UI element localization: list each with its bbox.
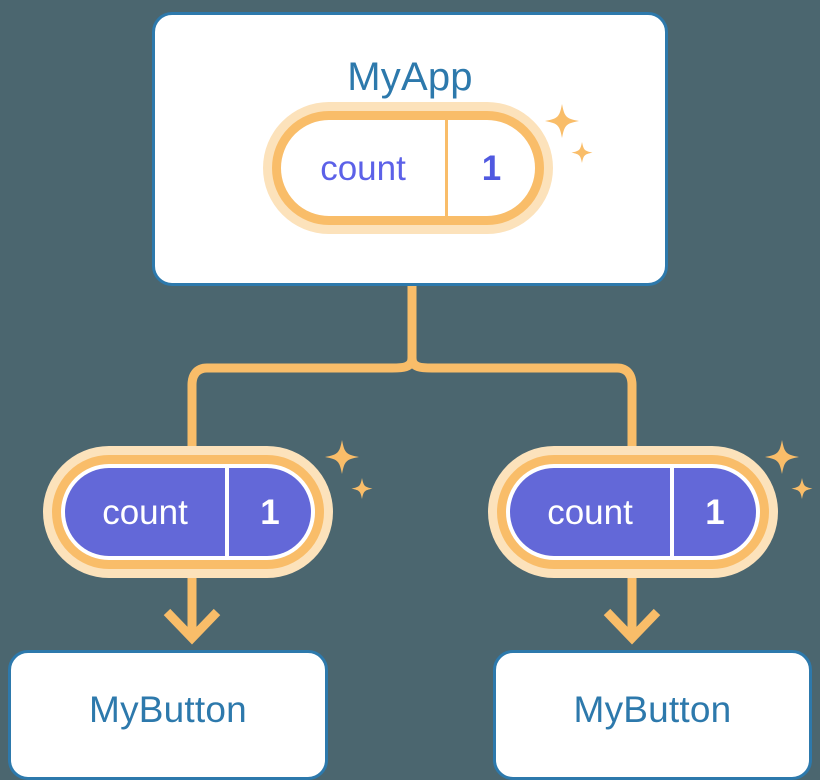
arrow-left-head-icon xyxy=(163,608,221,645)
state-value-child-right: 1 xyxy=(670,468,756,556)
component-title-mybutton-right: MyButton xyxy=(573,689,732,730)
state-value-root: 1 xyxy=(445,120,535,216)
component-card-mybutton-left[interactable]: MyButton xyxy=(8,650,328,780)
arrow-right-head-icon xyxy=(603,608,661,645)
state-key-child-left: count xyxy=(65,468,225,556)
state-key-child-right: count xyxy=(510,468,670,556)
connector-branch-right xyxy=(407,357,637,455)
state-value-child-left: 1 xyxy=(225,468,311,556)
state-key-root: count xyxy=(320,148,406,188)
component-title-myapp: MyApp xyxy=(347,55,473,99)
state-pill-root[interactable]: count 1 xyxy=(272,111,544,225)
connector-branch-left xyxy=(187,357,417,455)
component-title-mybutton-left: MyButton xyxy=(89,689,247,730)
state-pill-child-left[interactable]: count 1 xyxy=(52,455,324,569)
state-pill-child-right[interactable]: count 1 xyxy=(497,455,769,569)
component-card-mybutton-right[interactable]: MyButton xyxy=(493,650,812,780)
